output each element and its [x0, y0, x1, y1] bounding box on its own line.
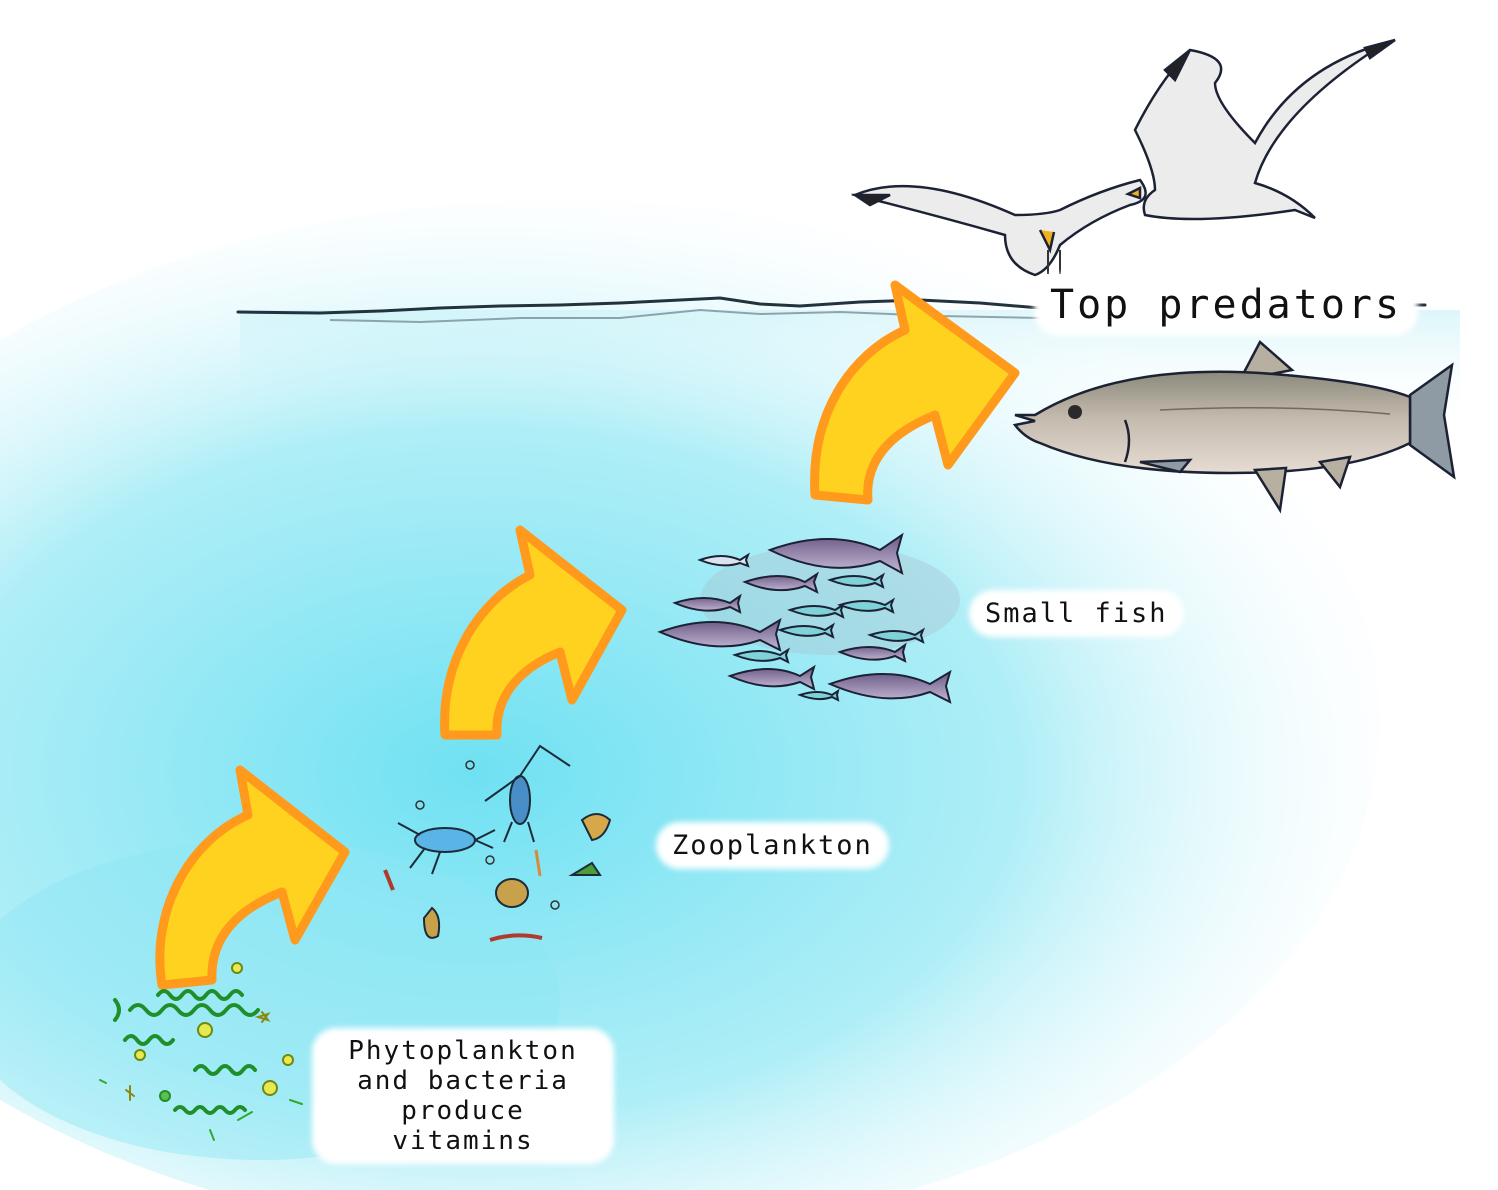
label-phytoplankton: Phytoplankton and bacteria produce vitam…	[318, 1034, 608, 1158]
label-small-fish: Small fish	[975, 596, 1178, 631]
arrow-icon	[440, 525, 627, 740]
arrow-icon	[155, 765, 350, 990]
small-fish-school-icon	[657, 532, 960, 704]
label-top-predators: Top predators	[1040, 280, 1413, 330]
water-background	[0, 200, 1460, 1190]
arrow-icon	[810, 280, 1020, 505]
label-phytoplankton-line-1: Phytoplankton	[348, 1036, 578, 1066]
phytoplankton-icon	[99, 962, 303, 1141]
seagull-icon	[850, 178, 1147, 277]
label-zooplankton: Zooplankton	[662, 828, 883, 863]
seagull-icon	[1124, 38, 1396, 221]
zooplankton-icon	[383, 744, 612, 942]
salmon-icon	[1012, 340, 1456, 514]
label-phytoplankton-line-3: produce vitamins	[392, 1096, 534, 1156]
label-phytoplankton-line-2: and bacteria	[357, 1066, 569, 1096]
